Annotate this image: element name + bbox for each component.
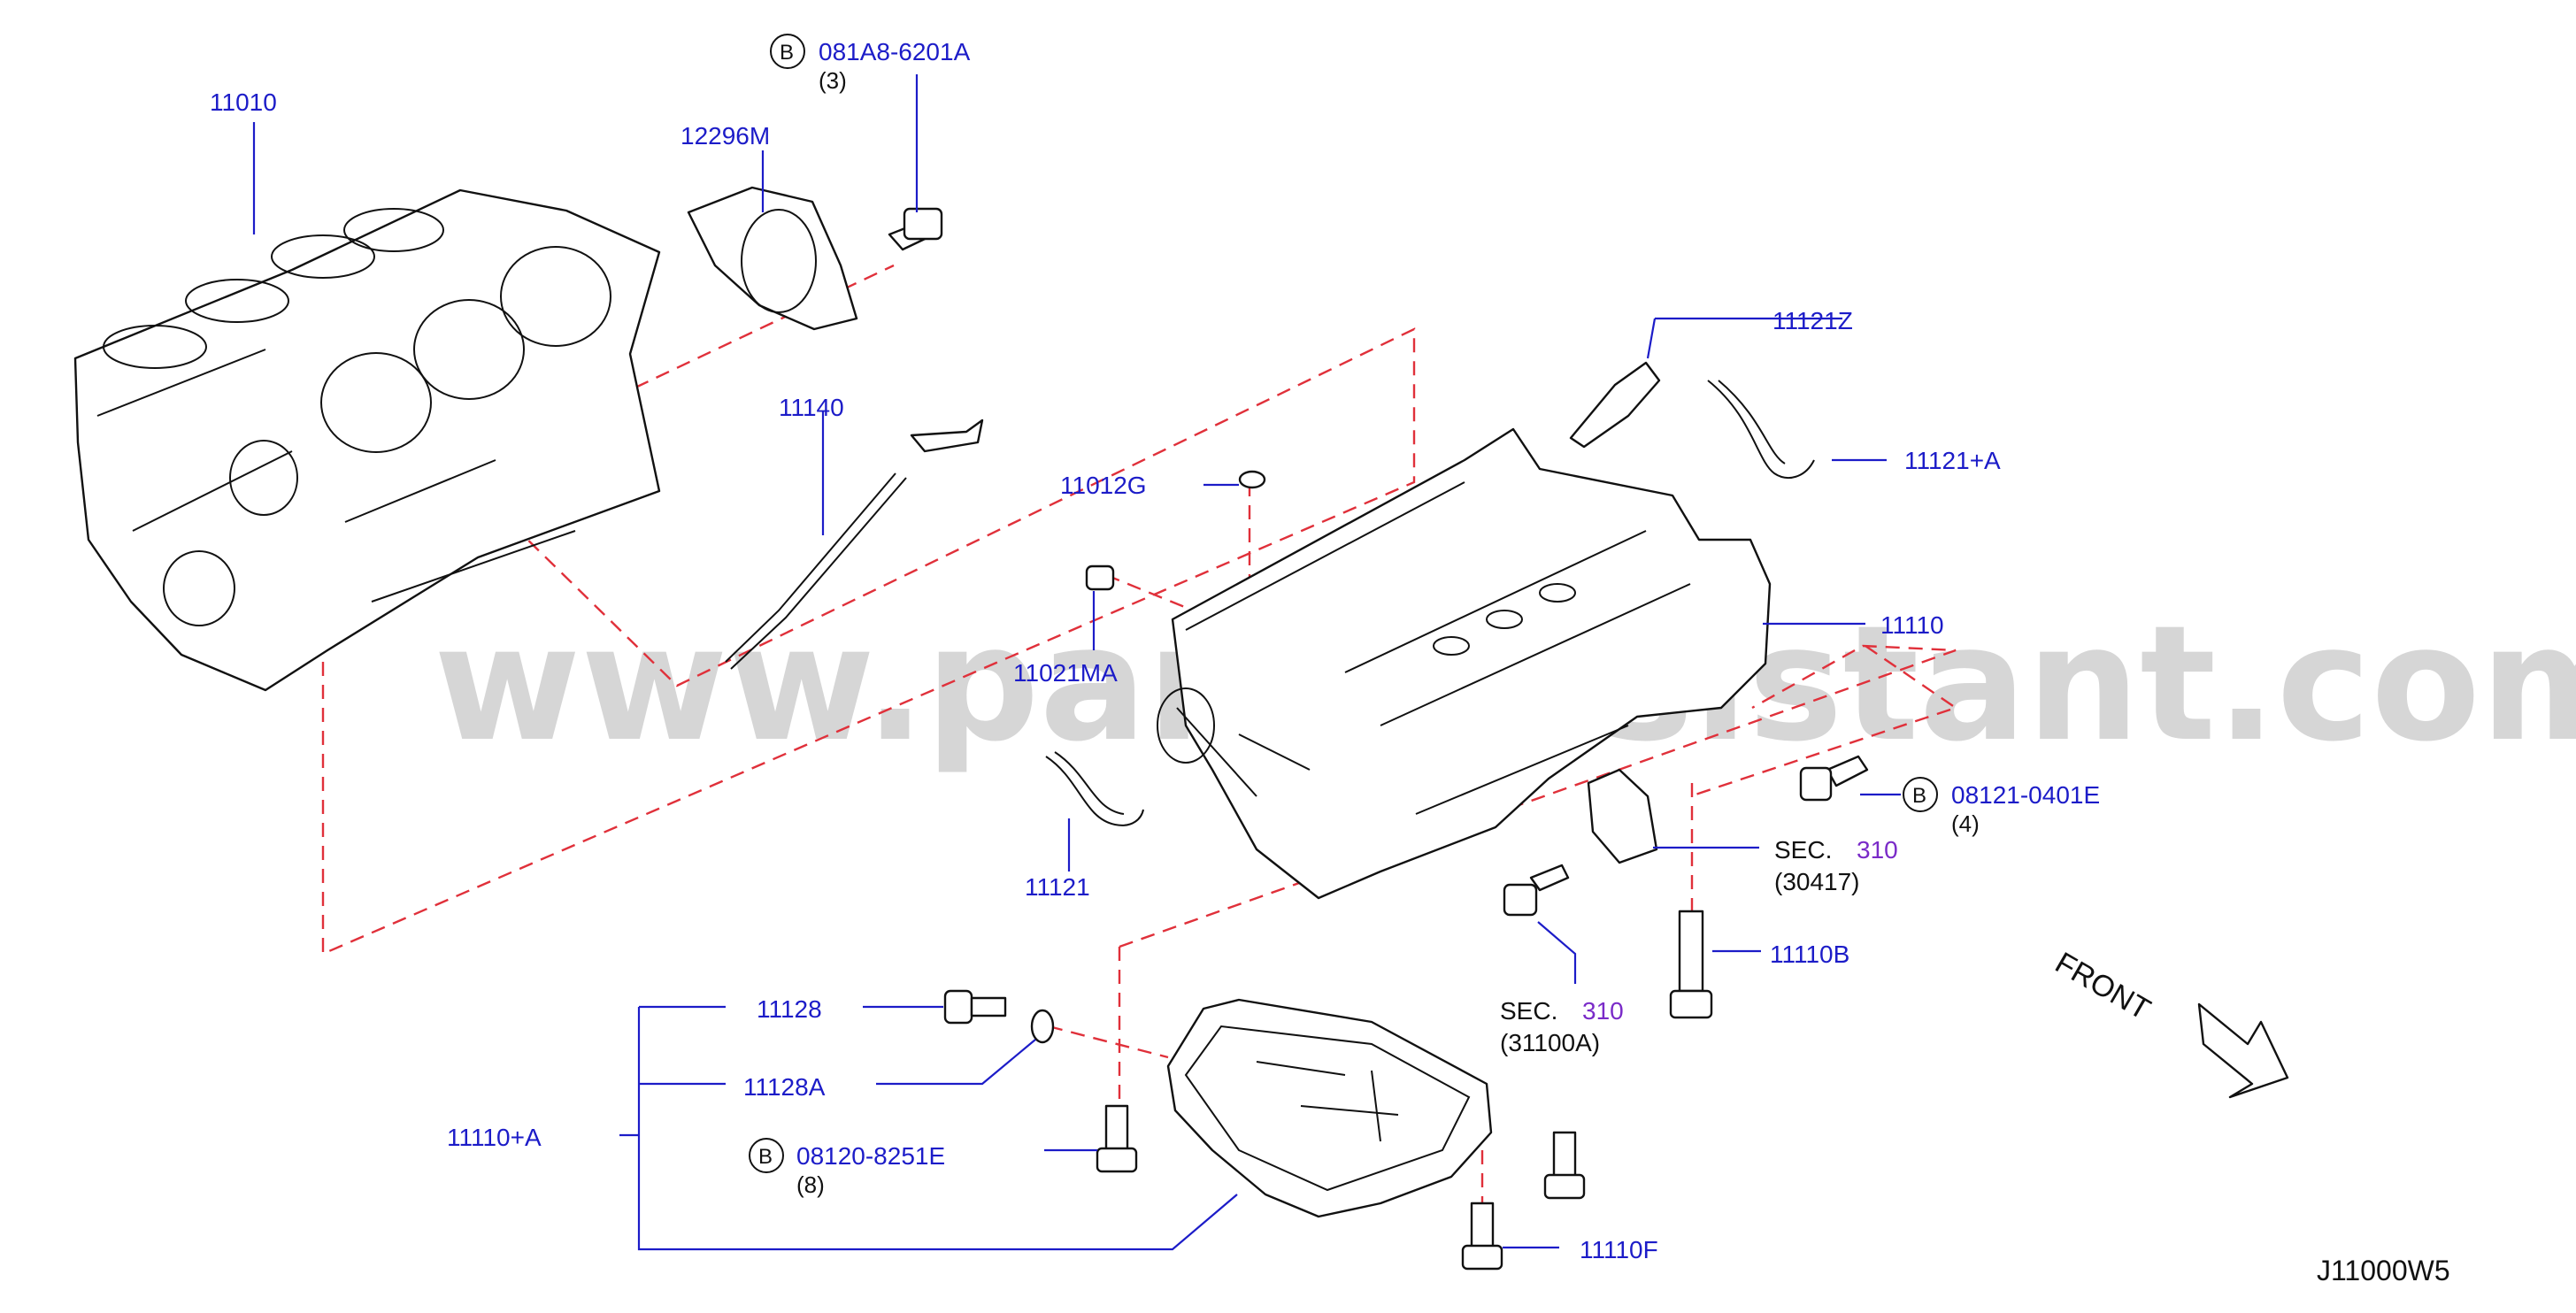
front-cover-seal-11121z-illustration bbox=[1569, 361, 1661, 449]
gasket-11012g-illustration bbox=[1238, 470, 1266, 489]
sec-ref-31100a: (31100A) bbox=[1500, 1029, 1600, 1056]
bolt-marker-08121-icon bbox=[1903, 777, 1938, 812]
guide-oilpan-upper bbox=[1119, 644, 1957, 948]
sec-prefix-2: SEC. bbox=[1500, 997, 1557, 1025]
alignment-guides bbox=[321, 264, 1958, 1225]
label-081a8-6201a: 081A8-6201A bbox=[819, 38, 971, 65]
bolt-marker-08121: B bbox=[1912, 784, 1926, 808]
oil-pan-lower-illustration bbox=[1166, 998, 1493, 1218]
label-08120-8251e: 08120-8251E bbox=[796, 1142, 945, 1170]
label-11110f: 11110F bbox=[1580, 1236, 1658, 1263]
bolt-08121-illustration bbox=[1799, 755, 1869, 802]
bolt-marker-08120: B bbox=[758, 1145, 773, 1169]
qty-081a8: (3) bbox=[819, 67, 847, 94]
leader-lines bbox=[252, 74, 1901, 1251]
bolt-08120-illustration bbox=[1096, 1104, 1138, 1173]
cylinder-block-illustration bbox=[73, 188, 661, 692]
bolt-081a8-illustration bbox=[888, 207, 943, 251]
qty-08120: (8) bbox=[796, 1171, 825, 1198]
bolt-marker-08120-icon bbox=[749, 1138, 784, 1173]
guide-block-to-pan bbox=[321, 327, 1416, 956]
guide-rear-seal bbox=[634, 264, 895, 389]
bolt-marker-081a8-icon bbox=[770, 34, 805, 69]
bolt-extra-illustration bbox=[1543, 1131, 1586, 1200]
guide-sec310-cover bbox=[1689, 645, 1958, 798]
rear-oil-seal-illustration bbox=[687, 186, 858, 331]
label-11128: 11128 bbox=[757, 995, 822, 1023]
label-11110a: 11110+A bbox=[447, 1124, 542, 1151]
oil-pan-upper-illustration bbox=[1157, 427, 1772, 900]
label-11021ma: 11021MA bbox=[1013, 659, 1118, 687]
bolt-11128-illustration bbox=[943, 989, 1055, 1044]
sec-prefix-1: SEC. bbox=[1774, 836, 1832, 864]
sec-ref-30417: (30417) bbox=[1774, 868, 1860, 895]
front-arrow-icon bbox=[2197, 1002, 2289, 1099]
plug-11021ma-illustration bbox=[1085, 564, 1115, 591]
label-11121: 11121 bbox=[1025, 873, 1090, 901]
bolt-11110b-illustration bbox=[1669, 910, 1713, 1019]
label-11128a: 11128A bbox=[743, 1073, 826, 1101]
label-08121-0401e: 08121-0401E bbox=[1951, 781, 2100, 809]
label-11012g: 11012G bbox=[1060, 472, 1147, 499]
gasket-11121-illustration bbox=[1045, 751, 1144, 826]
front-label: FRONT bbox=[2049, 946, 2156, 1026]
label-11110b: 11110B bbox=[1770, 941, 1849, 968]
label-11121a: 11121+A bbox=[1904, 447, 2001, 474]
oil-level-gauge-illustration bbox=[725, 418, 984, 670]
label-12296m: 12296M bbox=[681, 122, 770, 150]
label-11010: 11010 bbox=[210, 88, 277, 116]
diagram-code: J11000W5 bbox=[2317, 1255, 2450, 1286]
label-11121z: 11121Z bbox=[1772, 307, 1853, 334]
qty-08121: (4) bbox=[1951, 810, 1980, 837]
label-11110: 11110 bbox=[1880, 611, 1944, 639]
sec-number-1: 310 bbox=[1857, 836, 1898, 864]
sec-number-2: 310 bbox=[1582, 997, 1624, 1025]
bolt-sec310-illustration bbox=[1503, 864, 1570, 917]
guide-11128 bbox=[1048, 1025, 1169, 1059]
bolt-11110f-illustration bbox=[1461, 1202, 1503, 1271]
label-11140: 11140 bbox=[779, 394, 844, 421]
sec310-cover-illustration bbox=[1587, 768, 1658, 864]
gasket-11121a-illustration bbox=[1707, 380, 1815, 479]
bolt-marker-081a8: B bbox=[780, 41, 794, 65]
